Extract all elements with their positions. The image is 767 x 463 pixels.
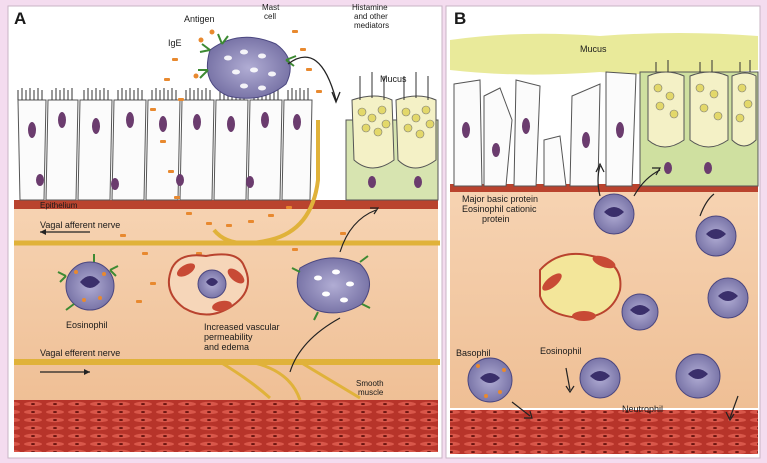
label-vascular-1: Increased vascular xyxy=(204,322,280,332)
label-eosinophil-a: Eosinophil xyxy=(66,320,108,330)
label-epithelium: Epithelium xyxy=(40,201,78,210)
label-vagal-afferent: Vagal afferent nerve xyxy=(40,220,120,230)
label-vagal-efferent: Vagal efferent nerve xyxy=(40,348,120,358)
label-histamine-3: mediators xyxy=(354,21,389,30)
label-mast-cell-2: cell xyxy=(264,12,276,21)
goblet-cells-b xyxy=(640,60,758,186)
label-eosinophil-b: Eosinophil xyxy=(540,346,582,356)
label-mucus-b: Mucus xyxy=(580,44,607,54)
panel-a: A Antigen Mast cell IgE Histamine and ot… xyxy=(8,3,442,458)
label-mucus-a: Mucus xyxy=(380,74,407,84)
label-histamine-1: Histamine xyxy=(352,3,388,12)
label-ige: IgE xyxy=(168,38,182,48)
smooth-muscle-a xyxy=(14,400,438,452)
label-basophil: Basophil xyxy=(456,348,491,358)
label-neutrophil: Neutrophil xyxy=(622,404,663,414)
label-histamine-2: and other xyxy=(354,12,388,21)
label-vascular-2: permeability xyxy=(204,332,253,342)
label-mast-cell-1: Mast xyxy=(262,3,280,12)
panel-a-letter: A xyxy=(14,9,26,28)
panel-b: B Mucus Major basic protein Eosinophil c… xyxy=(446,6,760,458)
smooth-muscle-b xyxy=(450,410,758,454)
label-smooth-1: Smooth xyxy=(356,379,384,388)
label-mbp-1: Major basic protein xyxy=(462,194,538,204)
label-antigen: Antigen xyxy=(184,14,215,24)
label-mbp-2: Eosinophil cationic xyxy=(462,204,537,214)
panel-b-letter: B xyxy=(454,9,466,28)
label-mbp-3: protein xyxy=(482,214,510,224)
label-vascular-3: and edema xyxy=(204,342,249,352)
label-smooth-2: muscle xyxy=(358,388,384,397)
